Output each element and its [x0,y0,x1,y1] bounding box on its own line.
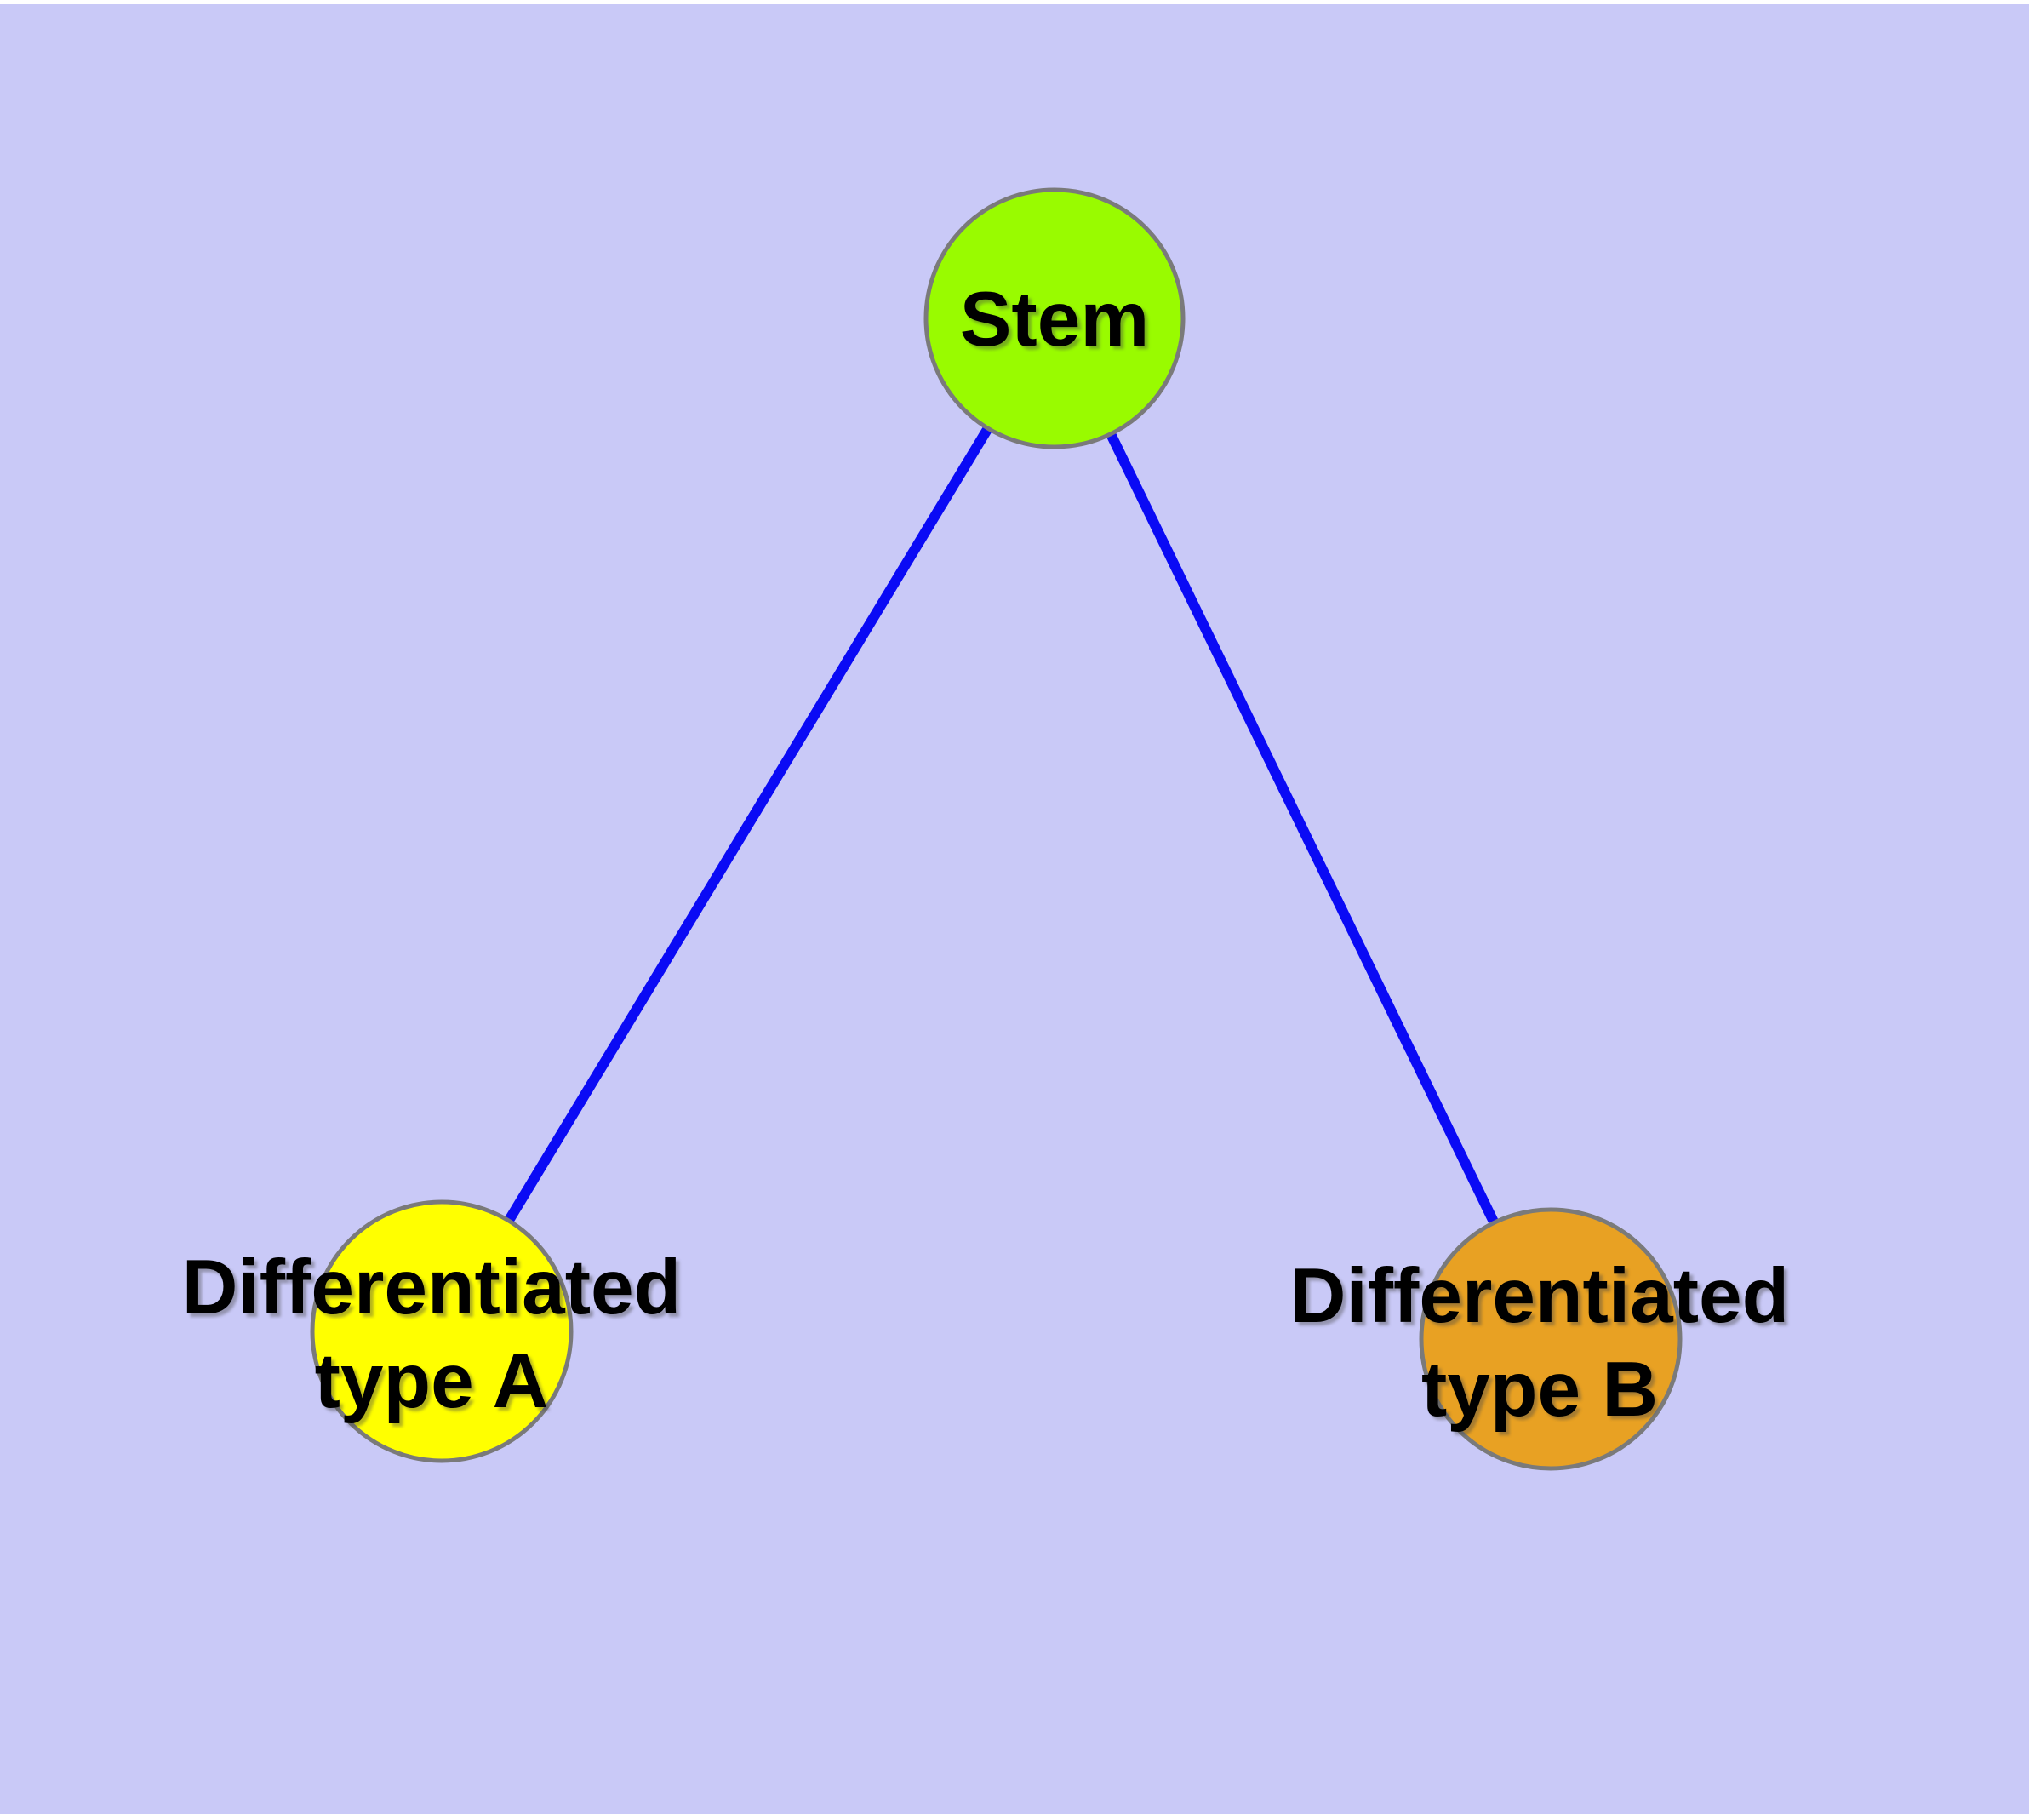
edge-stem-to-type-b [1049,316,1556,1342]
node-label-line: Differentiated [181,1245,682,1331]
node-label-line: type A [314,1338,549,1424]
edge-stem-to-type-a [437,315,1060,1335]
node-label-line: type B [1420,1347,1659,1433]
node-label-stem: Stem [960,273,1150,367]
top-margin-strip [0,0,2029,4]
node-circle-differentiated-type-a [310,1199,574,1463]
bottom-margin-strip [0,1814,2029,1820]
node-circle-stem [923,187,1186,449]
node-label-differentiated-type-b: Differentiated type B [1290,1250,1790,1437]
node-label-differentiated-type-a: Differentiated type A [182,1241,682,1428]
node-label-line: Differentiated [1289,1253,1790,1339]
node-circle-differentiated-type-b [1419,1207,1683,1471]
node-label-line: Stem [959,277,1150,363]
